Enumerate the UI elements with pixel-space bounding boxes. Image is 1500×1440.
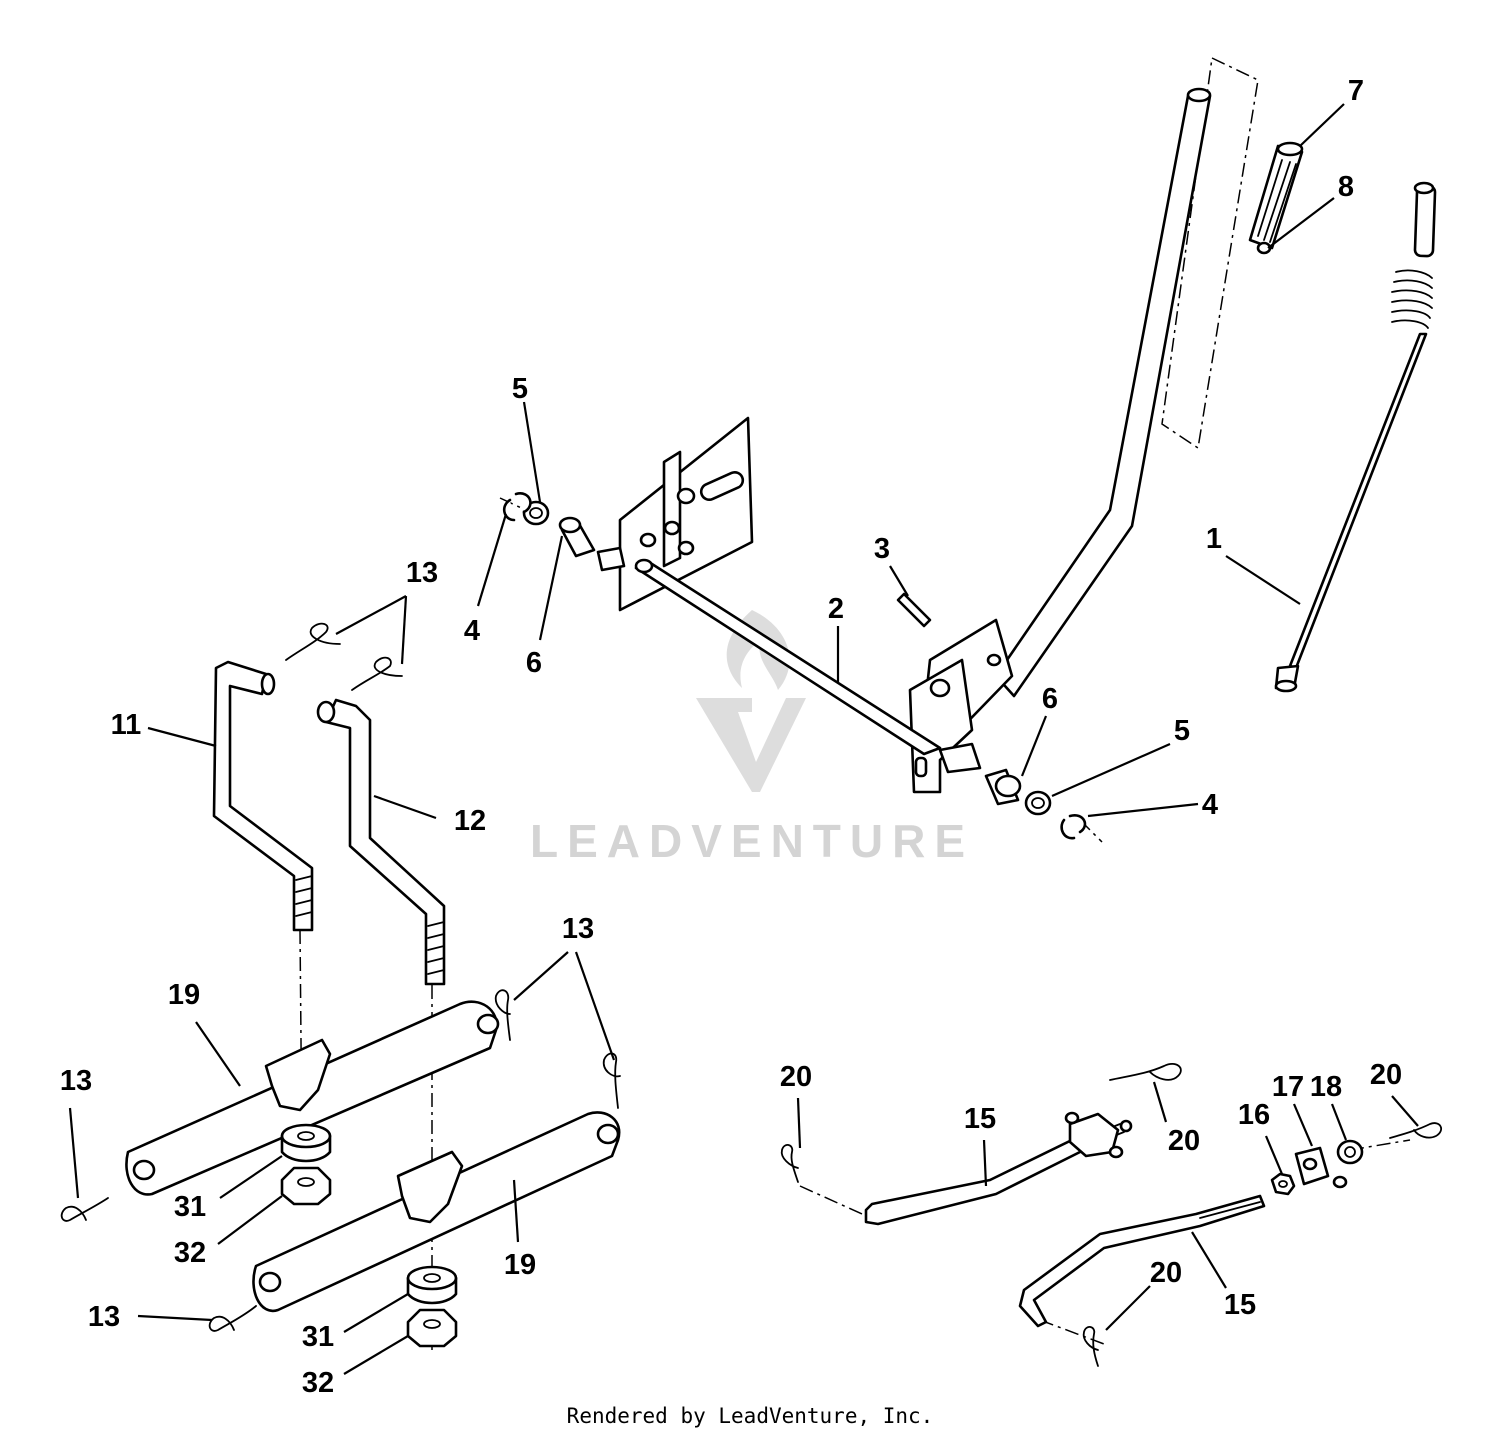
callout-13: 13 <box>60 1065 92 1097</box>
callout-13: 13 <box>406 557 438 589</box>
hairpin-clip-mid-b <box>602 1052 621 1109</box>
watermark-text: LEADVENTURE <box>530 815 974 867</box>
bushing-left <box>558 516 596 558</box>
callout-32: 32 <box>174 1237 206 1269</box>
callout-18: 18 <box>1310 1071 1342 1103</box>
lift-arm-lower <box>252 1111 621 1313</box>
callout-1: 1 <box>1206 523 1222 555</box>
lift-shaft <box>596 546 982 774</box>
callout-4: 4 <box>464 615 480 647</box>
callout-15: 15 <box>964 1103 996 1135</box>
hairpin-clip-20-c <box>1389 1122 1443 1139</box>
callout-2: 2 <box>828 593 844 625</box>
callout-11: 11 <box>111 709 142 741</box>
spacer-lower <box>406 1265 458 1305</box>
lift-link-right <box>316 698 446 986</box>
callout-19: 19 <box>168 979 200 1011</box>
callout-13: 13 <box>562 913 594 945</box>
callout-12: 12 <box>454 805 486 837</box>
lift-bracket <box>618 416 754 612</box>
callout-7: 7 <box>1348 75 1364 107</box>
adjuster-rod-upper <box>864 1111 1133 1226</box>
callout-20: 20 <box>780 1061 812 1093</box>
callout-31: 31 <box>174 1191 206 1223</box>
washer-right <box>1024 790 1052 816</box>
hairpin-clip-20-d <box>1082 1326 1099 1367</box>
footer-credit: Rendered by LeadVenture, Inc. <box>566 1404 934 1428</box>
spacer-18 <box>1336 1139 1364 1165</box>
nut-lower <box>406 1308 458 1348</box>
callout-20: 20 <box>1150 1257 1182 1289</box>
callout-13: 13 <box>88 1301 120 1333</box>
lift-lever <box>908 87 1212 794</box>
hairpin-clip-20-b <box>1109 1063 1182 1081</box>
callout-5: 5 <box>512 373 528 405</box>
callout-6: 6 <box>1042 683 1058 715</box>
adjuster-rod-lower <box>1018 1146 1348 1328</box>
nut-upper <box>280 1166 332 1206</box>
bushing-right <box>984 768 1022 806</box>
callout-31: 31 <box>302 1321 334 1353</box>
roll-pin <box>896 592 932 628</box>
callout-labels: 7 8 1 5 4 6 3 2 6 5 4 13 11 12 13 19 13 … <box>60 75 1402 1399</box>
callout-17: 17 <box>1272 1071 1304 1103</box>
hairpin-clip-bl-a <box>60 1197 109 1222</box>
callout-4: 4 <box>1202 789 1218 821</box>
height-adjust-rod <box>1274 181 1437 693</box>
lift-link-left <box>212 660 314 932</box>
hairpin-clip-mid-a <box>494 989 511 1041</box>
leader-lines <box>68 103 1419 1375</box>
callout-19: 19 <box>504 1249 536 1281</box>
callout-20: 20 <box>1168 1125 1200 1157</box>
callout-15: 15 <box>1224 1289 1256 1321</box>
hairpin-clip-top-a <box>285 622 341 661</box>
handle-grip <box>1248 141 1304 250</box>
hairpin-clip-top-b <box>351 656 403 691</box>
callout-20: 20 <box>1370 1059 1402 1091</box>
callout-32: 32 <box>302 1367 334 1399</box>
grip-screw <box>1256 241 1272 255</box>
hairpin-clip-bl-b <box>208 1305 257 1332</box>
callout-16: 16 <box>1238 1099 1270 1131</box>
hex-nut-16 <box>1270 1172 1296 1196</box>
callout-3: 3 <box>874 533 890 565</box>
callout-8: 8 <box>1338 171 1354 203</box>
lift-arm-upper <box>125 1000 500 1196</box>
e-clip-left <box>502 492 532 522</box>
hairpin-clip-20-a <box>780 1144 799 1183</box>
spacer-upper <box>280 1123 332 1163</box>
callout-5: 5 <box>1174 715 1190 747</box>
e-clip-right <box>1060 814 1087 840</box>
callout-6: 6 <box>526 647 542 679</box>
